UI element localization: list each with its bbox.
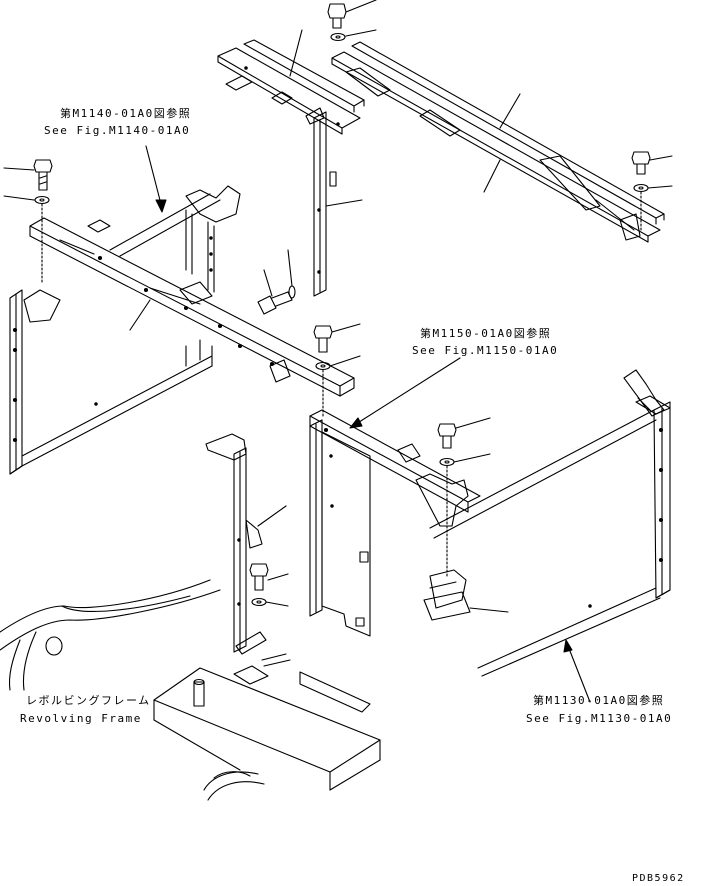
reference-arrows bbox=[145, 145, 591, 703]
bolt-center bbox=[313, 323, 361, 417]
bolt-left bbox=[3, 159, 53, 283]
top-t-bracket bbox=[217, 29, 365, 297]
ref-m1150-en: See Fig.M1150-01A0 bbox=[412, 344, 559, 357]
arrow-m1140 bbox=[145, 145, 163, 209]
bolt-right-rail bbox=[631, 151, 673, 231]
bolt-top bbox=[327, 0, 377, 42]
ref-m1150-jp: 第M1150-01A0図参照 bbox=[420, 327, 552, 340]
ref-m1140-jp: 第M1140-01A0図参照 bbox=[60, 107, 192, 120]
lower-post-assembly bbox=[205, 433, 287, 655]
ref-m1130-en: See Fig.M1130-01A0 bbox=[526, 712, 673, 725]
bolt-lower-post bbox=[249, 563, 289, 607]
top-right-rail bbox=[331, 41, 665, 243]
center-post-assembly bbox=[309, 409, 481, 637]
bolt-right-frame bbox=[437, 417, 491, 577]
left-frame-assembly bbox=[9, 185, 355, 475]
ref-m1140-en: See Fig.M1140-01A0 bbox=[44, 124, 191, 137]
drawing-id: PDB5962 bbox=[632, 873, 685, 884]
bolt-horizontal bbox=[257, 249, 296, 315]
cab-mount bbox=[423, 569, 509, 621]
revolving-frame-en: Revolving Frame bbox=[20, 712, 142, 725]
revolving-frame bbox=[0, 579, 381, 801]
right-frame-assembly bbox=[429, 369, 671, 677]
arrow-m1150 bbox=[355, 357, 461, 425]
revolving-frame-jp: レボルビングフレーム bbox=[26, 694, 151, 707]
arrow-m1130 bbox=[567, 645, 591, 703]
ref-m1130-jp: 第M1130-01A0図参照 bbox=[533, 694, 665, 707]
